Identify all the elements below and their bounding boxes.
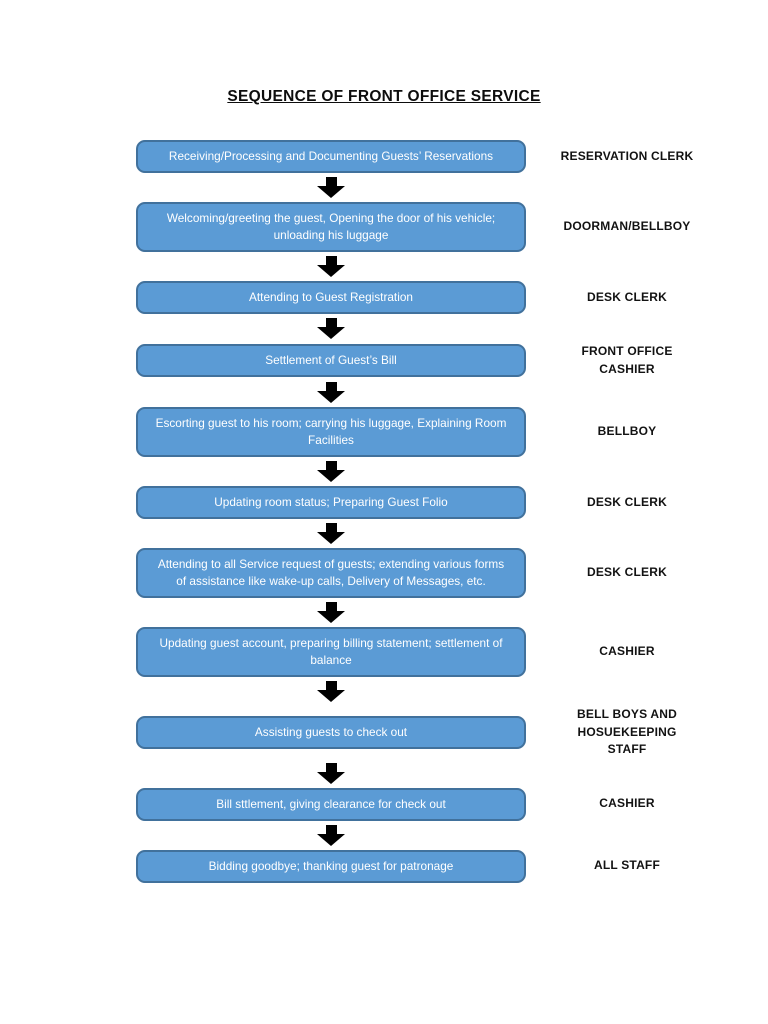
flow-connector-row xyxy=(136,598,526,627)
down-arrow-stem xyxy=(325,762,337,772)
flow-step-row: Attending to all Service request of gues… xyxy=(0,548,768,598)
process-box: Attending to Guest Registration xyxy=(136,281,526,314)
role-label-line: CASHIER xyxy=(599,644,655,659)
down-arrow-head xyxy=(317,771,345,784)
down-arrow-stem xyxy=(325,523,337,532)
role-label-line: RESERVATION CLERK xyxy=(560,148,694,163)
down-arrow-icon xyxy=(317,382,345,403)
down-arrow-head xyxy=(317,470,345,482)
process-box: Bidding goodbye; thanking guest for patr… xyxy=(136,849,526,883)
role-label: RESERVATION CLERK xyxy=(538,148,716,166)
flowchart: Receiving/Processing and Documenting Gue… xyxy=(0,140,768,883)
process-box: Receiving/Processing and Documenting Gue… xyxy=(136,140,526,173)
flow-step-row: Attending to Guest Registration DESK CLE… xyxy=(0,281,768,314)
process-box: Welcoming/greeting the guest, Opening th… xyxy=(136,202,526,252)
role-label-line: CASHIER xyxy=(599,796,655,811)
process-box: Updating guest account, preparing billin… xyxy=(136,627,526,677)
down-arrow-icon xyxy=(317,824,345,846)
role-label: CASHIER xyxy=(538,795,716,813)
role-label-line: BELL BOYS AND xyxy=(577,707,677,721)
down-arrow-stem xyxy=(325,681,337,690)
down-arrow-stem xyxy=(325,382,337,391)
flow-step-row: Assisting guests to check out BELL BOYS … xyxy=(0,706,768,759)
flow-step-row: Bill sttlement, giving clearance for che… xyxy=(0,787,768,821)
flow-connector-row xyxy=(136,378,526,407)
down-arrow-head xyxy=(317,391,345,403)
flow-connector-row xyxy=(136,314,526,343)
role-label-line: DESK CLERK xyxy=(586,494,667,509)
down-arrow-icon xyxy=(317,256,345,277)
flow-step-row: Settlement of Guest’s Bill FRONT OFFICE C… xyxy=(0,343,768,378)
role-label: DOORMAN/BELLBOY xyxy=(538,218,716,236)
process-box: Updating room status; Preparing Guest Fo… xyxy=(136,486,526,519)
flow-connector-row xyxy=(136,821,526,850)
flow-step-row: Receiving/Processing and Documenting Gue… xyxy=(0,140,768,173)
down-arrow-icon xyxy=(317,461,345,482)
down-arrow-stem xyxy=(325,318,337,327)
down-arrow-head xyxy=(317,327,345,339)
process-box: Attending to all Service request of gues… xyxy=(136,548,526,598)
role-label: CASHIER xyxy=(538,643,716,661)
role-label: BELL BOYS AND HOSUEKEEPING STAFF xyxy=(538,706,716,759)
flow-step-row: Escorting guest to his room; carrying hi… xyxy=(0,407,768,457)
role-label-line: STAFF xyxy=(607,742,647,756)
role-label-line: DOORMAN/BELLBOY xyxy=(563,219,691,234)
role-label: DESK CLERK xyxy=(538,494,716,512)
down-arrow-icon xyxy=(317,523,345,544)
process-box: Assisting guests to check out xyxy=(136,715,526,749)
flow-connector-row xyxy=(136,173,526,202)
flow-connector-row xyxy=(136,457,526,486)
down-arrow-stem xyxy=(325,256,337,265)
flow-step-row: Welcoming/greeting the guest, Opening th… xyxy=(0,202,768,252)
flow-step-row: Bidding goodbye; thanking guest for patr… xyxy=(0,849,768,883)
process-box: Settlement of Guest’s Bill xyxy=(136,344,526,377)
down-arrow-head xyxy=(317,265,345,277)
role-label-line: ALL STAFF xyxy=(593,858,660,873)
role-label: DESK CLERK xyxy=(538,289,716,307)
down-arrow-head xyxy=(317,833,345,846)
flow-step-row: Updating guest account, preparing billin… xyxy=(0,627,768,677)
down-arrow-head xyxy=(317,532,345,544)
role-label: ALL STAFF xyxy=(538,857,716,875)
down-arrow-icon xyxy=(317,318,345,339)
down-arrow-head xyxy=(317,611,345,623)
down-arrow-icon xyxy=(317,602,345,623)
down-arrow-stem xyxy=(325,177,337,186)
role-label-line: FRONT OFFICE xyxy=(581,344,673,358)
flow-step-row: Updating room status; Preparing Guest Fo… xyxy=(0,486,768,519)
role-label-line: DESK CLERK xyxy=(586,565,667,580)
down-arrow-stem xyxy=(325,461,337,470)
role-label-line: HOSUEKEEPING xyxy=(577,724,677,739)
role-label: FRONT OFFICE CASHIER xyxy=(538,343,716,378)
process-box: Bill sttlement, giving clearance for che… xyxy=(136,787,526,821)
role-label-line: BELLBOY xyxy=(597,424,657,439)
down-arrow-stem xyxy=(325,602,337,611)
process-box: Escorting guest to his room; carrying hi… xyxy=(136,407,526,457)
role-label: BELLBOY xyxy=(538,423,716,441)
flow-connector-row xyxy=(136,252,526,281)
flow-connector-row xyxy=(136,677,526,706)
down-arrow-icon xyxy=(317,177,345,198)
down-arrow-head xyxy=(317,690,345,702)
down-arrow-head xyxy=(317,186,345,198)
flow-connector-row xyxy=(136,519,526,548)
role-label: DESK CLERK xyxy=(538,564,716,582)
flow-connector-row xyxy=(136,759,526,788)
down-arrow-icon xyxy=(317,681,345,702)
down-arrow-icon xyxy=(317,762,345,784)
down-arrow-stem xyxy=(325,824,337,834)
role-label-line: DESK CLERK xyxy=(586,289,667,304)
page-title: SEQUENCE OF FRONT OFFICE SERVICE xyxy=(227,88,541,105)
role-label-line: CASHIER xyxy=(599,361,655,376)
